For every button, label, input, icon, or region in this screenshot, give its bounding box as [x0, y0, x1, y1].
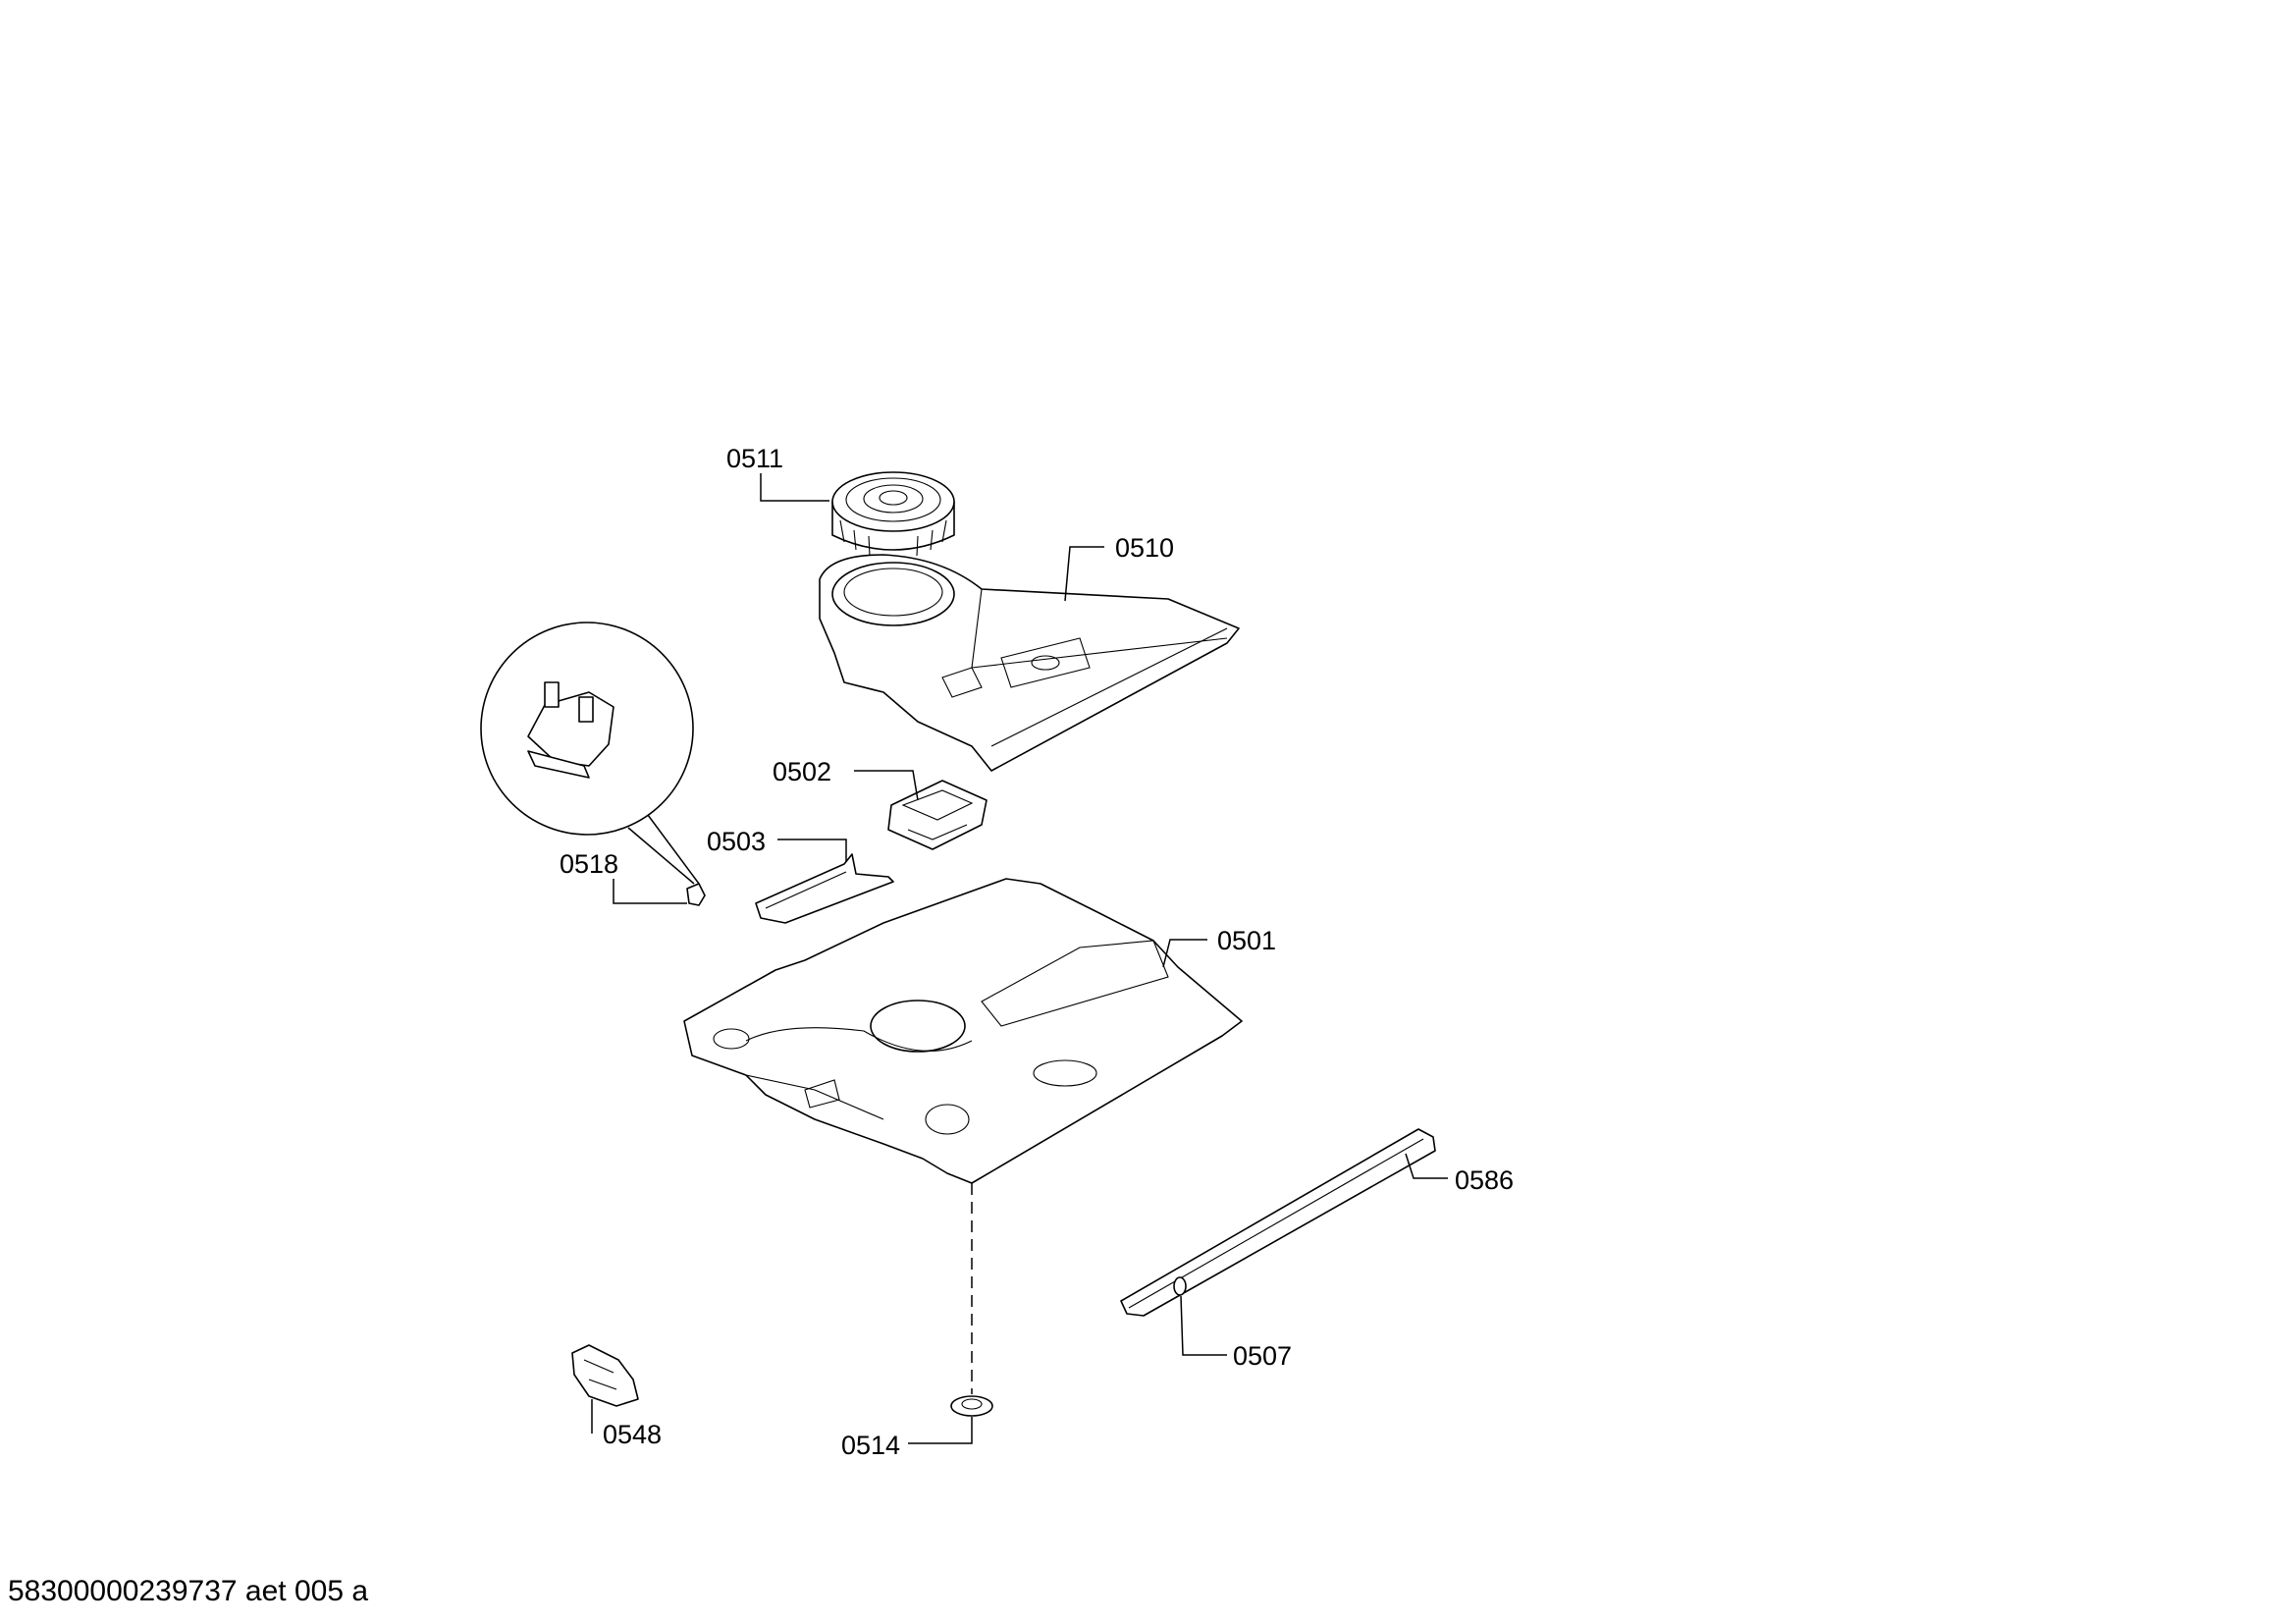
part-0514-grommet[interactable] — [950, 1395, 993, 1417]
leader-0518 — [613, 879, 687, 904]
detail-zoom-line — [647, 814, 700, 885]
callout-0507: 0507 — [1233, 1341, 1292, 1371]
part-0511-fan-wheel[interactable] — [831, 471, 955, 557]
leader-0507 — [1180, 1295, 1227, 1356]
part-0507-ring[interactable] — [1173, 1276, 1187, 1296]
part-0502-bracket[interactable] — [887, 780, 988, 850]
callout-0518: 0518 — [560, 849, 618, 879]
callout-0510: 0510 — [1115, 533, 1174, 563]
leader-0502 — [854, 770, 919, 801]
part-0510-fan-duct[interactable] — [819, 554, 1240, 772]
leader-0510 — [1064, 546, 1104, 602]
leader-0511 — [760, 473, 829, 502]
callout-0548: 0548 — [603, 1420, 662, 1449]
callout-0586: 0586 — [1455, 1165, 1514, 1195]
part-0548-switch[interactable] — [571, 1344, 639, 1407]
leader-0514 — [908, 1417, 973, 1444]
callout-0511: 0511 — [726, 444, 783, 473]
part-0501-base-plate[interactable] — [683, 878, 1243, 1184]
part-0503-strip[interactable] — [755, 853, 894, 924]
part-0518-thermostat[interactable] — [480, 622, 706, 906]
leader-0503 — [777, 839, 847, 862]
leader-0501 — [1162, 939, 1207, 968]
document-code: 58300000239737 aet 005 a — [8, 1575, 369, 1607]
callout-0502: 0502 — [773, 757, 831, 786]
callout-0503: 0503 — [707, 827, 766, 856]
part-0586-rail[interactable] — [1120, 1128, 1436, 1317]
callout-0501: 0501 — [1217, 926, 1276, 955]
detail-zoom-line — [627, 827, 695, 885]
leader-0586 — [1405, 1153, 1448, 1179]
callout-0514: 0514 — [841, 1431, 900, 1460]
